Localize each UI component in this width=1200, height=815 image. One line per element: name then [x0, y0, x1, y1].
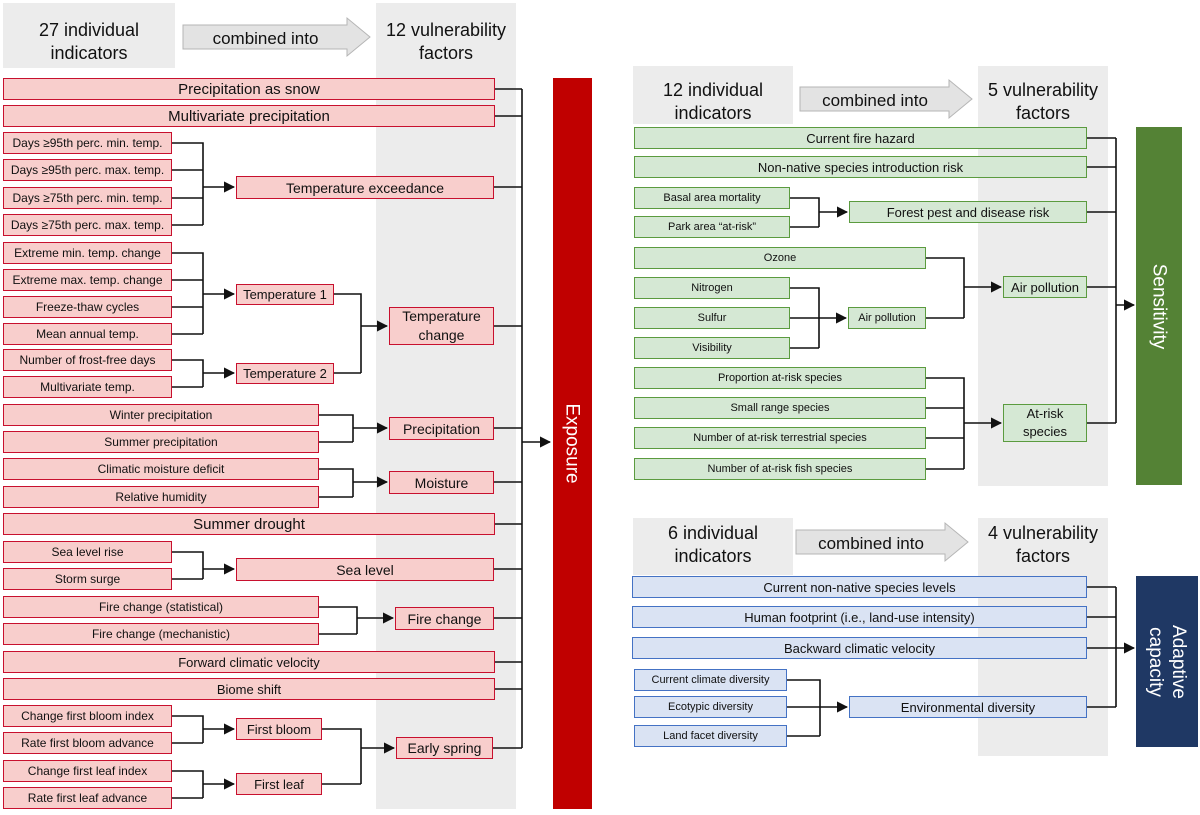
indicator-days-95-max-temp: Days ≥95th perc. max. temp. [3, 159, 172, 181]
indicator-biome-shift: Biome shift [3, 678, 495, 700]
indicator-multivariate-temp: Multivariate temp. [3, 376, 172, 398]
sensitivity-bar: Sensitivity [1136, 127, 1182, 485]
factor-at-risk-species: At-risk species [1003, 404, 1087, 442]
indicator-sulfur: Sulfur [634, 307, 790, 329]
indicator-climatic-moisture-deficit: Climatic moisture deficit [3, 458, 319, 480]
indicator-current-climate-diversity: Current climate diversity [634, 669, 787, 691]
indicator-winter-precipitation: Winter precipitation [3, 404, 319, 426]
indicator-multivariate-precipitation: Multivariate precipitation [3, 105, 495, 127]
indicator-ecotypic-diversity: Ecotypic diversity [634, 696, 787, 718]
indicator-at-risk-terrestrial-species: Number of at-risk terrestrial species [634, 427, 926, 449]
indicator-land-facet-diversity: Land facet diversity [634, 725, 787, 747]
factor-temperature-exceedance: Temperature exceedance [236, 176, 494, 199]
indicator-rate-first-bloom: Rate first bloom advance [3, 732, 172, 754]
indicator-days-95-min-temp: Days ≥95th perc. min. temp. [3, 132, 172, 154]
exposure-combined-arrow [182, 16, 371, 58]
exposure-indicators-header: 27 individual indicators [38, 20, 140, 63]
indicator-small-range-species: Small range species [634, 397, 926, 419]
adaptive-capacity-bar: Adaptive capacity [1136, 576, 1198, 747]
sensitivity-label: Sensitivity [1148, 263, 1170, 349]
intermediate-first-leaf: First leaf [236, 773, 322, 795]
adaptive-capacity-label: Adaptive capacity [1145, 624, 1190, 699]
indicator-days-95-max-temp-label: Days ≥95th perc. max. temp. [10, 163, 165, 177]
factor-moisture: Moisture [389, 471, 494, 494]
factor-early-spring: Early spring [396, 737, 493, 759]
factor-forest-pest-disease: Forest pest and disease risk [849, 201, 1087, 223]
exposure-factors-column-bg [376, 3, 516, 809]
exposure-factors-header: 12 vulnerability factors [385, 20, 507, 63]
exposure-indicators-column-bg [3, 3, 175, 68]
sensitivity-factors-header: 5 vulnerability factors [987, 80, 1099, 123]
indicator-at-risk-fish-species: Number of at-risk fish species [634, 458, 926, 480]
factor-environmental-diversity: Environmental diversity [849, 696, 1087, 718]
indicator-proportion-at-risk-species: Proportion at-risk species [634, 367, 926, 389]
exposure-bar: Exposure [553, 78, 592, 809]
sensitivity-indicators-header: 12 individual indicators [662, 80, 764, 123]
indicator-forward-climatic-velocity: Forward climatic velocity [3, 651, 495, 673]
intermediate-air-pollution: Air pollution [848, 307, 926, 329]
exposure-combined-label: combined into [212, 29, 319, 48]
indicator-days-75-min-temp-label: Days ≥75th perc. min. temp. [12, 191, 163, 205]
sensitivity-combined-arrow [799, 78, 973, 120]
factor-precipitation: Precipitation [389, 417, 494, 440]
factor-air-pollution: Air pollution [1003, 276, 1087, 298]
adaptive-combined-arrow [795, 521, 969, 563]
indicator-precipitation-as-snow: Precipitation as snow [3, 78, 495, 100]
indicator-summer-drought: Summer drought [3, 513, 495, 535]
indicator-frost-free-days: Number of frost-free days [3, 349, 172, 371]
indicator-human-footprint: Human footprint (i.e., land-use intensit… [632, 606, 1087, 628]
adaptive-combined-label: combined into [818, 534, 924, 553]
adaptive-factors-header: 4 vulnerability factors [987, 523, 1099, 566]
sensitivity-indicators-column-bg [633, 66, 793, 124]
indicator-summer-precipitation: Summer precipitation [3, 431, 319, 453]
exposure-label: Exposure [562, 403, 583, 484]
indicator-fire-change-statistical: Fire change (statistical) [3, 596, 319, 618]
indicator-relative-humidity: Relative humidity [3, 486, 319, 508]
indicator-freeze-thaw-cycles: Freeze-thaw cycles [3, 296, 172, 318]
indicator-current-non-native-levels: Current non-native species levels [632, 576, 1087, 598]
indicator-days-95-min-temp-label: Days ≥95th perc. min. temp. [12, 136, 163, 150]
indicator-current-fire-hazard: Current fire hazard [634, 127, 1087, 149]
indicator-nitrogen: Nitrogen [634, 277, 790, 299]
indicator-days-75-max-temp-label: Days ≥75th perc. max. temp. [10, 218, 165, 232]
adaptive-indicators-column-bg [633, 518, 793, 575]
indicator-park-area-at-risk: Park area “at-risk” [634, 216, 790, 238]
intermediate-temperature-2: Temperature 2 [236, 363, 334, 384]
indicator-rate-first-leaf: Rate first leaf advance [3, 787, 172, 809]
indicator-ozone: Ozone [634, 247, 926, 269]
intermediate-temperature-1: Temperature 1 [236, 284, 334, 305]
adaptive-indicators-header: 6 individual indicators [667, 523, 759, 566]
intermediate-first-bloom: First bloom [236, 718, 322, 740]
factor-temperature-change: Temperature change [389, 307, 494, 345]
indicator-non-native-introduction-risk: Non-native species introduction risk [634, 156, 1087, 178]
indicator-days-75-min-temp: Days ≥75th perc. min. temp. [3, 187, 172, 209]
indicator-mean-annual-temp: Mean annual temp. [3, 323, 172, 345]
indicator-days-75-max-temp: Days ≥75th perc. max. temp. [3, 214, 172, 236]
indicator-change-first-bloom: Change first bloom index [3, 705, 172, 727]
sensitivity-combined-label: combined into [822, 91, 928, 110]
indicator-backward-climatic-velocity: Backward climatic velocity [632, 637, 1087, 659]
indicator-sea-level-rise: Sea level rise [3, 541, 172, 563]
indicator-extreme-min-temp-change: Extreme min. temp. change [3, 242, 172, 264]
indicator-visibility: Visibility [634, 337, 790, 359]
indicator-storm-surge: Storm surge [3, 568, 172, 590]
factor-sea-level: Sea level [236, 558, 494, 581]
indicator-fire-change-mechanistic: Fire change (mechanistic) [3, 623, 319, 645]
indicator-extreme-max-temp-change: Extreme max. temp. change [3, 269, 172, 291]
indicator-basal-area-mortality: Basal area mortality [634, 187, 790, 209]
factor-fire-change: Fire change [395, 607, 494, 630]
indicator-change-first-leaf: Change first leaf index [3, 760, 172, 782]
